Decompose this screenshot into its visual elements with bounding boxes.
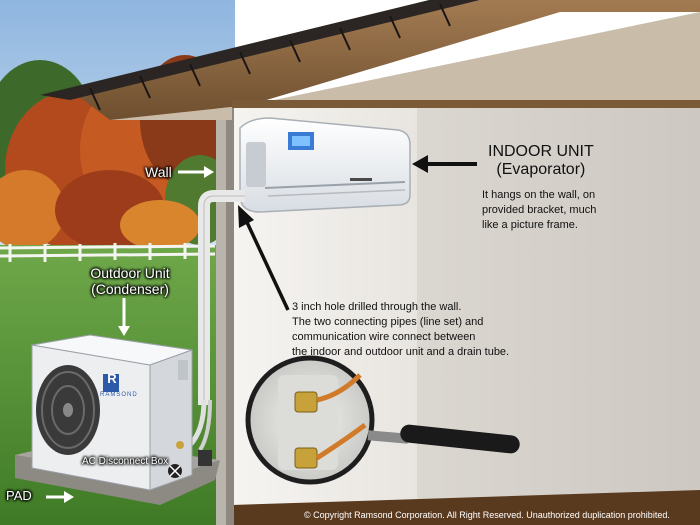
indoor-unit-side-panel bbox=[246, 142, 266, 187]
wall-arrow bbox=[178, 166, 214, 178]
indoor-desc-line-2: provided bracket, much bbox=[482, 203, 597, 216]
callout-arrows bbox=[46, 155, 477, 503]
hole-desc-line-1: 3 inch hole drilled through the wall. bbox=[292, 301, 462, 313]
outdoor-unit-title: Outdoor Unit bbox=[90, 265, 170, 281]
indoor-unit-label: INDOOR UNIT (Evaporator) bbox=[488, 143, 594, 180]
floor bbox=[232, 490, 700, 525]
magnifier-handle bbox=[400, 424, 520, 454]
indoor-unit bbox=[239, 117, 411, 213]
pad-label: PAD bbox=[6, 488, 32, 503]
hole-desc-line-2: The two connecting pipes (line set) and bbox=[292, 315, 484, 328]
fence bbox=[0, 243, 216, 262]
copyright-notice: © Copyright Ramsond Corporation. All Rig… bbox=[304, 510, 670, 520]
indoor-unit-title: INDOOR UNIT bbox=[488, 143, 594, 160]
disconnect-box-graphic bbox=[168, 441, 212, 478]
brand-name: RAMSOND bbox=[100, 392, 138, 398]
pad-arrow bbox=[46, 491, 74, 503]
indoor-desc-line-3: like a picture frame. bbox=[482, 218, 578, 231]
outdoor-unit-arrow bbox=[118, 298, 130, 336]
brand-letter: R bbox=[107, 371, 117, 386]
disconnect-box-label: AC Disconnect Box bbox=[82, 456, 169, 467]
outdoor-unit-label: Outdoor Unit (Condenser) bbox=[84, 265, 176, 297]
hole-description: 3 inch hole drilled through the wall. Th… bbox=[292, 300, 509, 359]
brand-badge bbox=[103, 374, 119, 392]
wall-label: Wall bbox=[145, 164, 172, 180]
indoor-desc-line-1: It hangs on the wall, on bbox=[482, 189, 596, 201]
outdoor-unit bbox=[31, 334, 193, 491]
condenser-label: (Condenser) bbox=[91, 281, 169, 298]
evaporator-label: (Evaporator) bbox=[496, 161, 586, 179]
indoor-unit-arrow bbox=[412, 155, 477, 173]
hole-arrow bbox=[238, 205, 290, 311]
magnifier-inset bbox=[245, 355, 520, 485]
indoor-unit-description: It hangs on the wall, on provided bracke… bbox=[482, 188, 596, 233]
hole-desc-line-3: communication wire connect between bbox=[292, 330, 476, 343]
hole-desc-line-4: the indoor and outdoor unit and a drain … bbox=[292, 345, 510, 358]
roof bbox=[40, 0, 700, 120]
